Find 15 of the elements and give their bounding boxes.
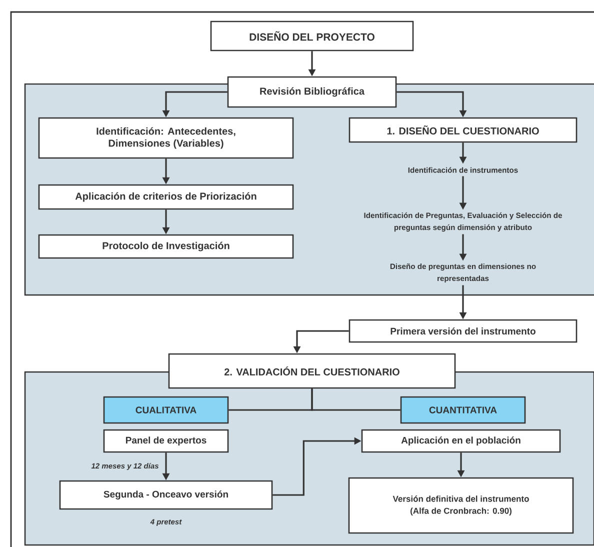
process-box: Primera versión del instrumento <box>348 319 578 343</box>
category-tab: CUANTITATIVA <box>400 396 526 424</box>
process-box: Aplicación en el población <box>361 429 561 453</box>
process-box: Segunda - Onceavo versión <box>59 480 273 510</box>
process-box: Protocolo de Investigación <box>38 234 294 259</box>
connector-line <box>311 388 400 411</box>
process-box: Aplicación de criterios de Priorización <box>38 184 294 210</box>
process-box: DISEÑO DEL PROYECTO <box>210 20 414 52</box>
process-box: 2. VALIDACIÓN DEL CUESTIONARIO <box>168 353 456 389</box>
process-box: Revisión Bibliográfica <box>227 76 397 108</box>
process-box: Identificación: Antecedentes, Dimensiones (Variables) <box>38 117 294 159</box>
process-box: 1. DISEÑO DEL CUESTIONARIO <box>348 117 578 143</box>
process-box: Versión definitiva del instrumento (Alfa de Cronbrach: 0.90) <box>348 477 574 534</box>
process-box: Panel de expertos <box>103 429 229 453</box>
category-tab: CUALITATIVA <box>103 396 229 424</box>
